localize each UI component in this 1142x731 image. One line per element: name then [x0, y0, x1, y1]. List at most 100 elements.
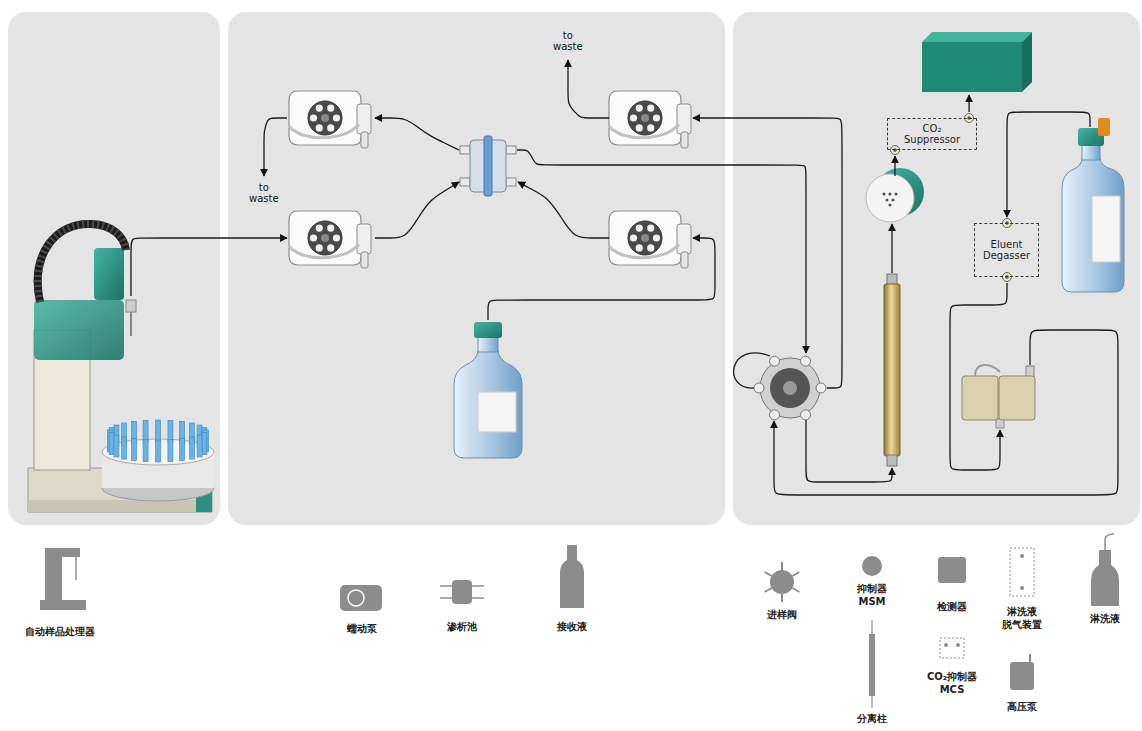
bottle-neck [1082, 144, 1100, 160]
dialysis-icon [440, 585, 484, 587]
pump-roller [316, 224, 323, 231]
sample-vial [143, 440, 148, 462]
valve-port [770, 356, 780, 366]
tube-port [891, 146, 900, 155]
panel-background [8, 12, 220, 525]
bottle-neck [478, 336, 498, 352]
pump-head [962, 376, 998, 420]
column-fitting [887, 455, 897, 466]
bottle-label [478, 392, 516, 432]
valve-icon [781, 594, 783, 602]
pump-roller [327, 104, 334, 111]
pump-clamp [677, 104, 691, 134]
legend-label: 检测器 [922, 600, 982, 613]
pump-lever [681, 132, 688, 148]
valve-icon [770, 570, 794, 594]
pump-roller [310, 234, 317, 241]
co2-suppressor-icon [940, 638, 964, 658]
pump-body [609, 211, 681, 265]
peristaltic-pump [289, 211, 371, 268]
sample-vial [202, 433, 207, 455]
sample-needle [130, 312, 132, 336]
autosampler [28, 224, 214, 512]
autosampler-icon [58, 548, 80, 557]
dialysis-cell [460, 136, 516, 196]
sample-vial [189, 437, 194, 459]
valve-icon [792, 588, 799, 592]
panel-background [228, 12, 725, 525]
tubing-line [264, 118, 287, 176]
tubing-line [488, 238, 715, 320]
sample-vial [180, 439, 185, 461]
sample-vial [168, 420, 173, 442]
pump-hub [321, 114, 329, 122]
bottle-cap [474, 322, 502, 338]
suppressor-box: CO₂ Suppressor [887, 118, 977, 150]
pump-roller [316, 124, 323, 131]
tubing-line [568, 60, 609, 118]
pump-clamp [677, 224, 691, 254]
pump-roller [333, 234, 340, 241]
sample-vial [168, 440, 173, 462]
dialysis-port [460, 178, 470, 186]
eluent-bottle [1062, 118, 1124, 292]
bottle-icon [560, 545, 584, 608]
suppressor-dot [888, 192, 891, 195]
legend-label: 蠕动泵 [332, 622, 392, 635]
pump-roller [636, 224, 643, 231]
pump-rotor [628, 221, 662, 255]
pump-rotor [308, 221, 342, 255]
pump-roller [636, 244, 643, 251]
tubing-line [950, 283, 1007, 470]
node-label: CO₂ Suppressor [904, 123, 960, 145]
detector-top [922, 32, 1032, 42]
co2-suppressor-icon [956, 643, 960, 647]
pump-roller [647, 124, 654, 131]
pump-hub [321, 234, 329, 242]
detector [922, 32, 1032, 92]
eluent-bottle-icon [1105, 534, 1114, 550]
dialysis-port [506, 178, 516, 186]
pump-roller [647, 104, 654, 111]
acceptor-bottle [454, 322, 522, 458]
suppressor-dot [882, 192, 885, 195]
legend-label: 淋洗液 [1075, 612, 1135, 625]
legend-label: 分离柱 [842, 712, 902, 725]
hp-pump-icon [1029, 654, 1031, 662]
pump-rotor [308, 101, 342, 135]
valve-port [816, 383, 826, 393]
tubing-line [968, 95, 969, 112]
tubing-line [1007, 112, 1090, 217]
pump-roller [333, 114, 340, 121]
valve-port [801, 356, 811, 366]
sample-vial [132, 439, 137, 461]
tubing-line [517, 150, 806, 353]
valve-rotor [770, 368, 810, 408]
dialysis-membrane [484, 136, 492, 196]
tubing-line [894, 156, 895, 176]
dialysis-icon [440, 597, 484, 599]
valve-port [770, 410, 780, 420]
peristaltic-pump [289, 91, 371, 148]
pump-roller [310, 114, 317, 121]
pump-rotor [628, 101, 662, 135]
pump-roller [653, 114, 660, 121]
detector-icon [938, 557, 966, 583]
sample-vial [197, 435, 202, 457]
bottle-clip [1098, 118, 1110, 136]
pump-body [609, 91, 681, 145]
high-pressure-pump [962, 365, 1035, 428]
pump-icon [340, 585, 382, 611]
needle-holder [126, 300, 136, 312]
tubing-line [806, 420, 892, 482]
pump-fitting [1026, 366, 1034, 377]
degasser-icon [1010, 548, 1034, 596]
pump-roller [327, 224, 334, 231]
suppressor-dot [888, 203, 891, 206]
pump-lever [681, 252, 688, 268]
tube-port [1003, 273, 1012, 282]
autosampler-handle [38, 224, 126, 302]
tube-port-hole [1005, 275, 1009, 279]
legend-label: 进样阀 [752, 608, 812, 621]
